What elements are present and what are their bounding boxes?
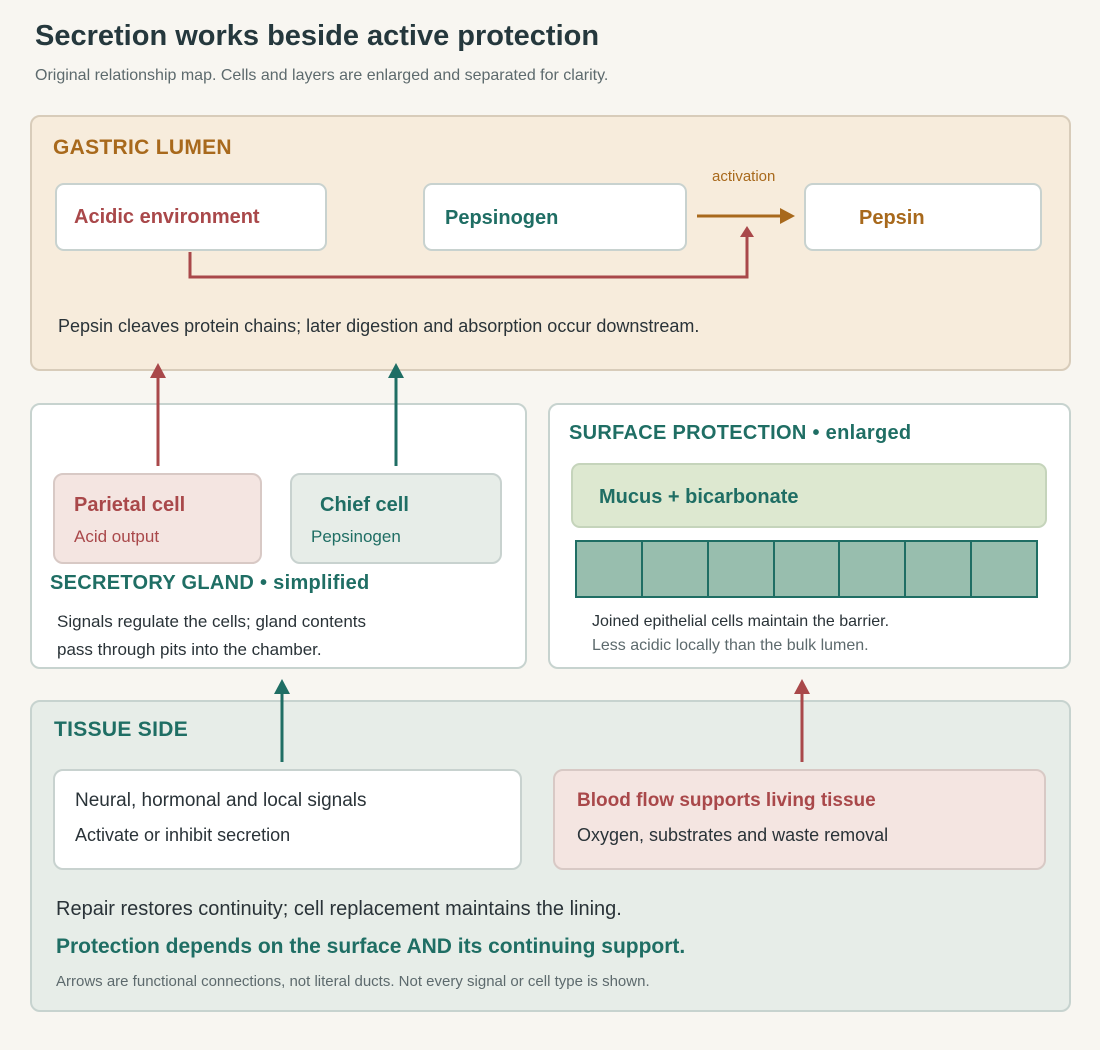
parietal-cell-title: Parietal cell [74, 494, 186, 516]
activation-label: activation [712, 168, 776, 185]
blood-flow-subtitle: Oxygen, substrates and waste removal [577, 825, 889, 845]
repair-note: Repair restores continuity; cell replace… [56, 898, 622, 920]
epithelial-cell [906, 542, 973, 596]
chief-cell-subtitle: Pepsinogen [311, 527, 401, 546]
blood-flow-box: Blood flow supports living tissue Oxygen… [553, 769, 1046, 870]
chief-cell-box: Chief cell Pepsinogen [290, 473, 502, 564]
parietal-cell-subtitle: Acid output [74, 527, 160, 546]
pepsinogen-box: Pepsinogen [423, 183, 687, 251]
surface-protection-panel [548, 403, 1071, 669]
signals-arrowhead [274, 679, 290, 694]
epithelial-cell [709, 542, 775, 596]
mucus-layer-label: Mucus + bicarbonate [599, 486, 799, 508]
chief-cell-title: Chief cell [320, 494, 409, 516]
blood-support-arrowhead [794, 679, 810, 694]
pepsin-box: Pepsin [804, 183, 1042, 251]
gland-description: Signals regulate the cells; gland conten… [57, 608, 477, 664]
epithelial-cell [643, 542, 709, 596]
signals-box: Neural, hormonal and local signals Activ… [53, 769, 522, 870]
lumen-note: Pepsin cleaves protein chains; later dig… [58, 316, 700, 336]
gland-description-line2: pass through pits into the chamber. [57, 640, 322, 659]
footnote: Arrows are functional connections, not l… [56, 973, 650, 990]
signals-subtitle: Activate or inhibit secretion [75, 825, 291, 845]
surface-note-line1: Joined epithelial cells maintain the bar… [592, 613, 890, 630]
pepsinogen-label: Pepsinogen [445, 207, 559, 229]
surface-protection-heading: SURFACE PROTECTION • enlarged [569, 422, 912, 444]
parietal-cell-box: Parietal cell Acid output [53, 473, 262, 564]
epithelial-cell [775, 542, 841, 596]
mucus-layer-box: Mucus + bicarbonate [571, 463, 1047, 528]
epithelial-cell [972, 542, 1036, 596]
signals-title: Neural, hormonal and local signals [75, 790, 367, 811]
pepsin-label: Pepsin [859, 207, 925, 229]
page-title: Secretion works beside active protection [35, 20, 600, 52]
surface-note-line2: Less acidic locally than the bulk lumen. [592, 637, 869, 654]
epithelial-cell [840, 542, 907, 596]
page-subtitle: Original relationship map. Cells and lay… [35, 67, 609, 84]
acidic-environment-box: Acidic environment [55, 183, 327, 251]
epithelial-cell-row [575, 540, 1038, 598]
blood-flow-title: Blood flow supports living tissue [577, 790, 876, 811]
acidic-environment-label: Acidic environment [74, 206, 260, 228]
epithelial-cell [577, 542, 643, 596]
tissue-side-heading: TISSUE SIDE [54, 718, 188, 741]
secretory-gland-heading: SECRETORY GLAND • simplified [50, 572, 370, 594]
gastric-lumen-heading: GASTRIC LUMEN [53, 136, 232, 159]
gland-description-line1: Signals regulate the cells; gland conten… [57, 612, 367, 631]
protection-statement: Protection depends on the surface AND it… [56, 935, 686, 958]
